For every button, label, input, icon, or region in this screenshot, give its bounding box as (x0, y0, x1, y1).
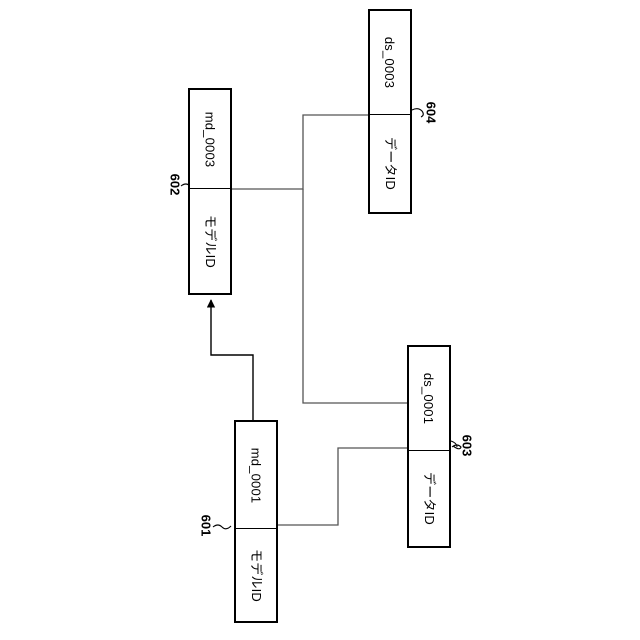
entity-key-cell-ds-0003: データID (370, 115, 410, 212)
entity-key-cell-md-0001: モデルID (236, 529, 276, 621)
leader-line-603 (451, 444, 462, 450)
entity-name-label-md-0001: md_0001 (248, 447, 264, 503)
entity-key-label-md-0003: モデルID (202, 214, 218, 268)
reference-label-601: 601 (198, 514, 214, 537)
entity-key-cell-md-0003: モデルID (190, 189, 230, 293)
entity-box-md-0003[interactable]: md_0003 モデルID (188, 88, 232, 295)
entity-key-label-ds-0001: データID (421, 471, 437, 526)
leader-line-603b (450, 440, 458, 448)
connector-md0001-to-ds0001 (278, 447, 407, 526)
leader-line-601 (212, 524, 232, 530)
entity-name-cell-ds-0001: ds_0001 (409, 347, 449, 451)
entity-box-md-0001[interactable]: md_0001 モデルID (234, 420, 278, 623)
entity-name-label-md-0003: md_0003 (202, 111, 218, 167)
entity-box-ds-0001[interactable]: ds_0001 データID (407, 345, 451, 548)
entity-key-cell-ds-0001: データID (409, 451, 449, 546)
entity-name-label-ds-0003: ds_0003 (382, 36, 398, 89)
entity-name-cell-ds-0003: ds_0003 (370, 11, 410, 115)
reference-label-603: 603 (459, 434, 475, 457)
connector-md0003-to-ds0003 (232, 114, 368, 190)
reference-label-602: 602 (167, 173, 183, 196)
entity-name-label-ds-0001: ds_0001 (421, 372, 437, 425)
entity-name-cell-md-0003: md_0003 (190, 90, 230, 189)
entity-name-cell-md-0001: md_0001 (236, 422, 276, 529)
reference-label-604: 604 (423, 101, 439, 124)
connector-md0003-to-ds0001 (302, 189, 407, 404)
entity-box-ds-0003[interactable]: ds_0003 データID (368, 9, 412, 214)
leader-line-604 (411, 108, 424, 118)
entity-key-label-ds-0003: データID (382, 136, 398, 190)
entity-key-label-md-0001: モデルID (248, 548, 264, 602)
connector-md0001-to-md0003 (206, 299, 254, 420)
